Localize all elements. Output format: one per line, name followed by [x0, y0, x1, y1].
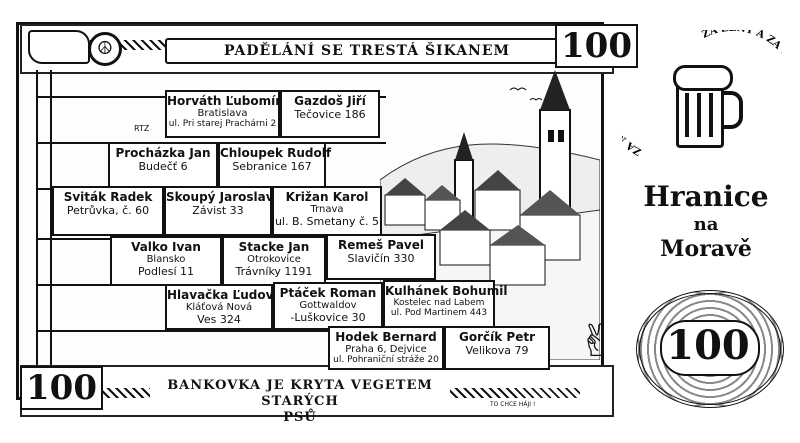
cell-line-3: Sebranice 167	[232, 160, 312, 173]
cell-name: Valko Ivan	[131, 240, 201, 254]
signature-cell: Valko Ivan Blansko Podlesí 11	[110, 236, 222, 286]
cell-line-2: Blansko	[146, 254, 186, 265]
motto-arc: ZA MÍR A ZA VLAST ZA ŽENY A ZA CHLAST	[622, 30, 782, 157]
cell-line-2: Gottwaldov	[299, 300, 357, 311]
cell-name: Sviták Radek	[63, 190, 153, 204]
cell-name: Chloupek Rudolf	[220, 146, 332, 160]
cell-name: Horváth Ľubomír	[167, 94, 282, 108]
signature-cell: Gorčík Petr Velikova 79	[444, 326, 550, 370]
backing-line-2: PSŮ	[283, 410, 317, 425]
signature-cell: Horváth Ľubomír Bratislava ul. Pri stare…	[165, 90, 282, 138]
cell-line-3: Slavičín 330	[347, 252, 415, 265]
town-name-na: na	[693, 214, 719, 235]
backing-line-1: BANKOVKA JE KRYTA VEGETEM STARÝCH	[167, 378, 433, 409]
cell-name: Skoupý Jaroslav	[166, 190, 274, 204]
cell-name: Križan Karol	[285, 190, 369, 204]
cell-line-2: Kláťová Nová	[185, 302, 253, 313]
cell-line-3: Tečovice 186	[294, 108, 366, 121]
victory-hand-icon: ✌	[578, 316, 615, 367]
denomination-bottom-left: 100	[20, 366, 103, 410]
cell-line-3: Závist 33	[192, 204, 244, 217]
signature-cell: Skoupý Jaroslav Závist 33	[164, 186, 274, 236]
signature-cell: Ptáček Roman Gottwaldov -Luškovice 30	[273, 282, 383, 330]
signature-cell: Križan Karol Trnava ul. B. Smetany č. 5	[272, 186, 382, 236]
cell-line-3: -Luškovice 30	[290, 311, 366, 324]
cell-line-2: Kostelec nad Labem	[393, 298, 485, 308]
cell-line-3: Budečť 6	[138, 160, 188, 173]
left-wing-ornament	[28, 30, 90, 64]
cell-line-3: ul. Pohraniční stráže 20	[333, 355, 439, 365]
cell-line-2: Bratislava	[197, 108, 248, 119]
signature-cell: Remeš Pavel Slavičín 330	[326, 234, 436, 280]
cell-line-2: Praha 6, Dejvice	[345, 344, 427, 355]
signature-cell: Kulhánek Bohumil Kostelec nad Labem ul. …	[383, 280, 508, 328]
grid-line	[36, 330, 336, 332]
beer-mug-icon	[673, 65, 743, 148]
cell-name: Procházka Jan	[115, 146, 211, 160]
peace-emblem-icon: ☮	[88, 32, 122, 66]
cell-name: Gorčík Petr	[459, 330, 535, 344]
cell-line-3: Ves 324	[197, 313, 241, 326]
cell-line-3: Trávníky 1191	[235, 265, 313, 278]
cell-name: Hlavačka Ľudovít	[167, 288, 284, 302]
signature-cell: Hodek Bernard Praha 6, Dejvice ul. Pohra…	[328, 326, 444, 370]
cell-line-3: ul. B. Smetany č. 5	[274, 215, 380, 228]
denomination-rosette: 100	[636, 290, 784, 408]
cell-line-3: ul. Pod Martinem 443	[390, 308, 488, 318]
forgery-warning-banner: PADĚLÁNÍ SE TRESTÁ ŠIKANEM	[165, 38, 569, 64]
signature-cell: Sviták Radek Petrůvka, č. 60	[52, 186, 164, 236]
town-name: Hranice	[643, 180, 769, 213]
small-mark: RTZ	[134, 124, 150, 133]
backing-statement: BANKOVKA JE KRYTA VEGETEM STARÝCH PSŮ	[150, 378, 450, 425]
cell-name: Ptáček Roman	[279, 286, 377, 300]
cell-line-2: Otrokovice	[247, 254, 301, 265]
denomination-top-right: 100	[555, 24, 638, 68]
signature-cell: Chloupek Rudolf Sebranice 167	[218, 142, 332, 188]
cell-line-2: Trnava	[310, 204, 344, 215]
cell-name: Remeš Pavel	[338, 238, 424, 252]
signature-cell: Procházka Jan Budečť 6	[108, 142, 218, 188]
cell-line-3: ul. Pri starej Prachárni 2	[168, 119, 277, 129]
cell-line-3: Velikova 79	[465, 344, 529, 357]
cell-name: Stacke Jan	[238, 240, 310, 254]
denomination-large: 100	[666, 322, 750, 369]
cell-name: Kulhánek Bohumil	[385, 284, 508, 298]
cell-name: Gazdoš Jiří	[294, 94, 366, 108]
grid-line	[36, 70, 38, 365]
signature-cell: Gazdoš Jiří Tečovice 186	[280, 90, 380, 138]
motto-left: ZA MÍR A ZA VLAST	[622, 48, 644, 157]
cell-line-3: Podlesí 11	[137, 265, 195, 278]
tiny-signature: TO CHCE HÁJI !	[490, 401, 536, 408]
signature-cell: Hlavačka Ľudovít Kláťová Nová Ves 324	[165, 284, 284, 330]
town-name-region: Moravě	[660, 236, 752, 262]
cell-line-3: Petrůvka, č. 60	[66, 204, 150, 217]
signature-cell: Stacke Jan Otrokovice Trávníky 1191	[222, 236, 326, 286]
grid-line	[50, 70, 52, 365]
cell-name: Hodek Bernard	[335, 330, 437, 344]
